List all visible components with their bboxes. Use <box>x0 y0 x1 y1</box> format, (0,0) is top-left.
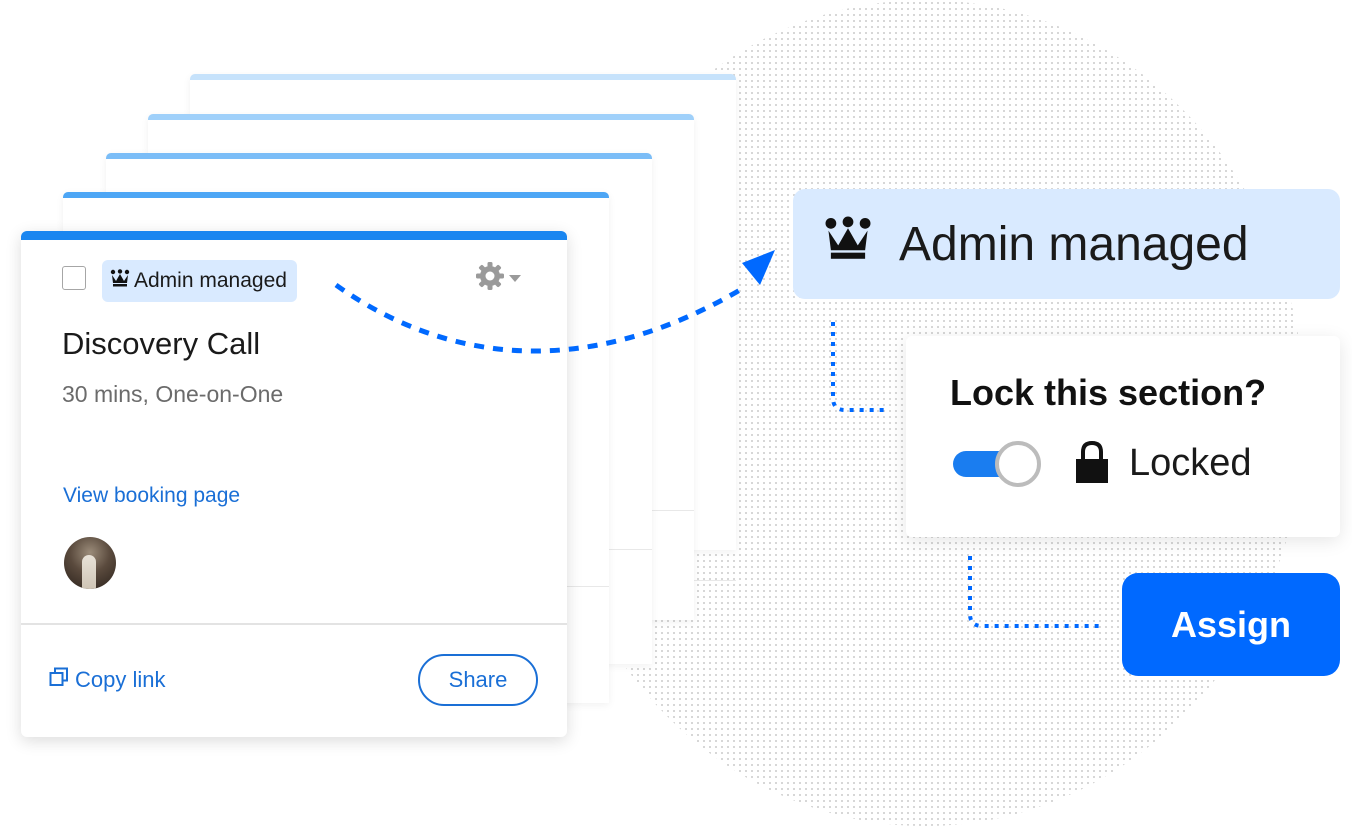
lock-section-panel: Lock this section? Locked <box>906 336 1340 537</box>
chevron-down-icon <box>509 270 521 288</box>
crown-icon <box>823 216 873 272</box>
avatar <box>64 537 116 589</box>
admin-managed-callout: Admin managed <box>793 189 1340 299</box>
event-type-card: Admin managed Discovery Call 30 mins, On… <box>21 231 567 737</box>
settings-menu[interactable] <box>475 261 521 296</box>
share-button[interactable]: Share <box>418 654 538 706</box>
event-subtitle: 30 mins, One-on-One <box>62 381 284 407</box>
admin-managed-callout-label: Admin managed <box>899 217 1249 271</box>
select-checkbox[interactable] <box>62 266 86 290</box>
event-title: Discovery Call <box>62 326 261 361</box>
assign-button[interactable]: Assign <box>1122 573 1340 676</box>
toggle-knob <box>995 441 1041 487</box>
lock-toggle[interactable] <box>953 441 1041 487</box>
card-divider <box>21 623 567 625</box>
lock-icon <box>1074 440 1110 489</box>
gear-icon <box>475 261 505 296</box>
admin-managed-label: Admin managed <box>134 269 287 292</box>
card-color-bar <box>21 231 567 240</box>
crown-icon <box>110 269 130 293</box>
admin-managed-badge: Admin managed <box>102 260 297 302</box>
view-booking-page-link[interactable]: View booking page <box>63 484 241 507</box>
lock-section-title: Lock this section? <box>950 372 1267 413</box>
locked-status-label: Locked <box>1129 442 1252 484</box>
copy-link-button[interactable]: Copy link <box>49 667 165 693</box>
copy-link-label: Copy link <box>75 667 166 692</box>
copy-icon <box>49 667 69 693</box>
